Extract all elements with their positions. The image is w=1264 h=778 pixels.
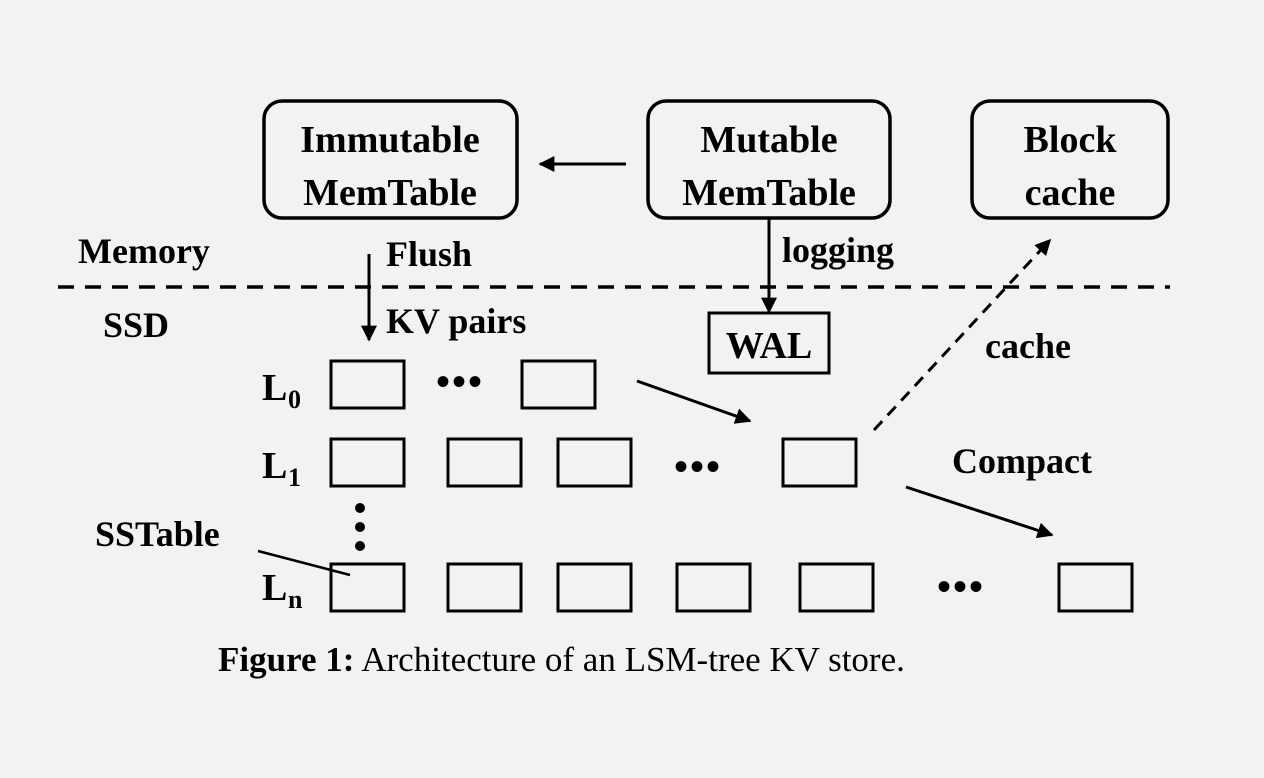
mutable-memtable-node: Mutable MemTable: [646, 99, 892, 220]
cache-arrow: [872, 238, 1052, 432]
wal-label: WAL: [726, 325, 813, 367]
level-1-sub: 1: [288, 463, 301, 492]
sstable-ln-6: [1057, 562, 1134, 613]
sstable-pointer-line: [257, 549, 351, 577]
sstable-l1-1: [329, 437, 406, 488]
level-1-base: L: [262, 445, 287, 487]
l1-ellipsis: •••: [674, 444, 722, 489]
immutable-memtable-line2: MemTable: [303, 172, 477, 214]
mutable-memtable-line2: MemTable: [682, 172, 856, 214]
l0-to-l1-arrow: [636, 379, 752, 424]
sstable-l1-2: [446, 437, 523, 488]
sstable-l1-3: [556, 437, 633, 488]
mutable-memtable-line1: Mutable: [700, 119, 837, 161]
compact-label: Compact: [952, 441, 1092, 481]
sstable-ln-2: [446, 562, 523, 613]
immutable-memtable-line1: Immutable: [300, 119, 479, 161]
sstable-ln-1: [329, 562, 406, 613]
level-0-label: L 0: [262, 367, 301, 414]
caption-label: Figure 1:: [218, 640, 355, 679]
vertical-ellipsis: [355, 503, 365, 551]
flush-label: Flush: [386, 234, 472, 274]
l0-ellipsis: •••: [436, 359, 484, 404]
kv-pairs-label: KV pairs: [386, 301, 526, 341]
level-n-base: L: [262, 567, 287, 609]
level-n-sub: n: [288, 585, 303, 614]
sstable-l0-2: [520, 359, 597, 410]
level-n-label: L n: [262, 567, 303, 614]
cache-label: cache: [985, 326, 1071, 366]
level-1-label: L 1: [262, 445, 301, 492]
memory-label: Memory: [78, 231, 210, 271]
immutable-memtable-node: Immutable MemTable: [262, 99, 519, 220]
block-cache-line2: cache: [1025, 172, 1116, 214]
ssd-label: SSD: [103, 305, 169, 345]
level-0-base: L: [262, 367, 287, 409]
sstable-ln-4: [675, 562, 752, 613]
sstable-ln-5: [798, 562, 875, 613]
block-cache-line1: Block: [1024, 119, 1118, 161]
compact-arrow: [905, 485, 1054, 539]
wal-node: WAL: [707, 311, 831, 375]
figure-caption: Figure 1: Architecture of an LSM-tree KV…: [218, 640, 905, 680]
block-cache-node: Block cache: [970, 99, 1170, 220]
sstable-ln-3: [556, 562, 633, 613]
ln-ellipsis: •••: [937, 564, 985, 609]
logging-label: logging: [782, 230, 894, 270]
caption-text: Architecture of an LSM-tree KV store.: [354, 640, 905, 679]
sstable-l0-1: [329, 359, 406, 410]
sstable-label: SSTable: [95, 514, 220, 554]
sstable-l1-4: [781, 437, 858, 488]
level-0-sub: 0: [288, 385, 301, 414]
